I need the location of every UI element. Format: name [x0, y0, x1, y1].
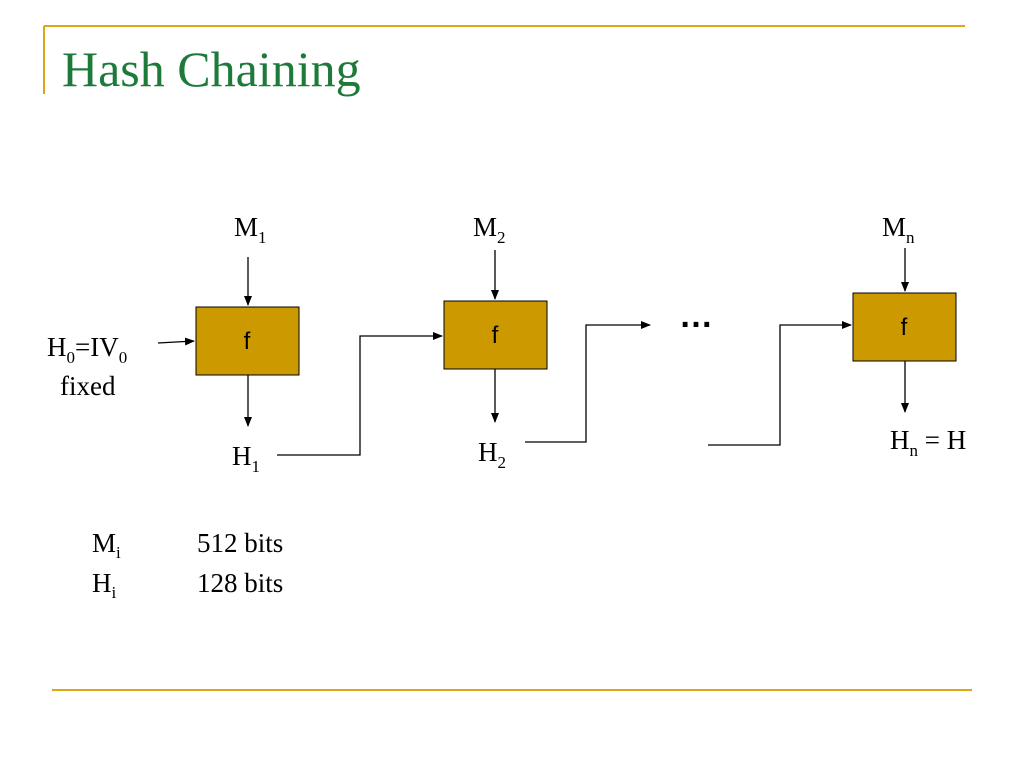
- iv-label: H0=IV0: [47, 332, 127, 367]
- chain-connector-n: [708, 321, 852, 446]
- function-box-2: [443, 300, 548, 370]
- chain-connector-1: [277, 332, 443, 456]
- m1-label: M1: [234, 212, 267, 247]
- size-value: 128 bits: [197, 568, 284, 598]
- iv-fixed-label: fixed: [60, 371, 116, 401]
- function-label-1: f: [244, 328, 251, 355]
- m2-label: M2: [473, 212, 506, 247]
- size-symbol: Mi: [92, 528, 121, 562]
- h1-label: H1: [232, 441, 260, 476]
- size-symbol: Hi: [92, 568, 117, 602]
- function-label-n: f: [901, 314, 908, 341]
- size-value: 512 bits: [197, 528, 284, 558]
- mn-label: Mn: [882, 212, 915, 247]
- slide-title: Hash Chaining: [62, 41, 361, 97]
- iv-arrow: [157, 337, 195, 346]
- function-box-n: [852, 292, 957, 362]
- chain-connector-2: [525, 321, 651, 443]
- function-label-2: f: [492, 322, 499, 349]
- ellipsis: …: [679, 297, 713, 335]
- hn-label: Hn = H: [890, 425, 966, 460]
- function-box-1: [195, 306, 300, 376]
- h2-label: H2: [478, 437, 506, 472]
